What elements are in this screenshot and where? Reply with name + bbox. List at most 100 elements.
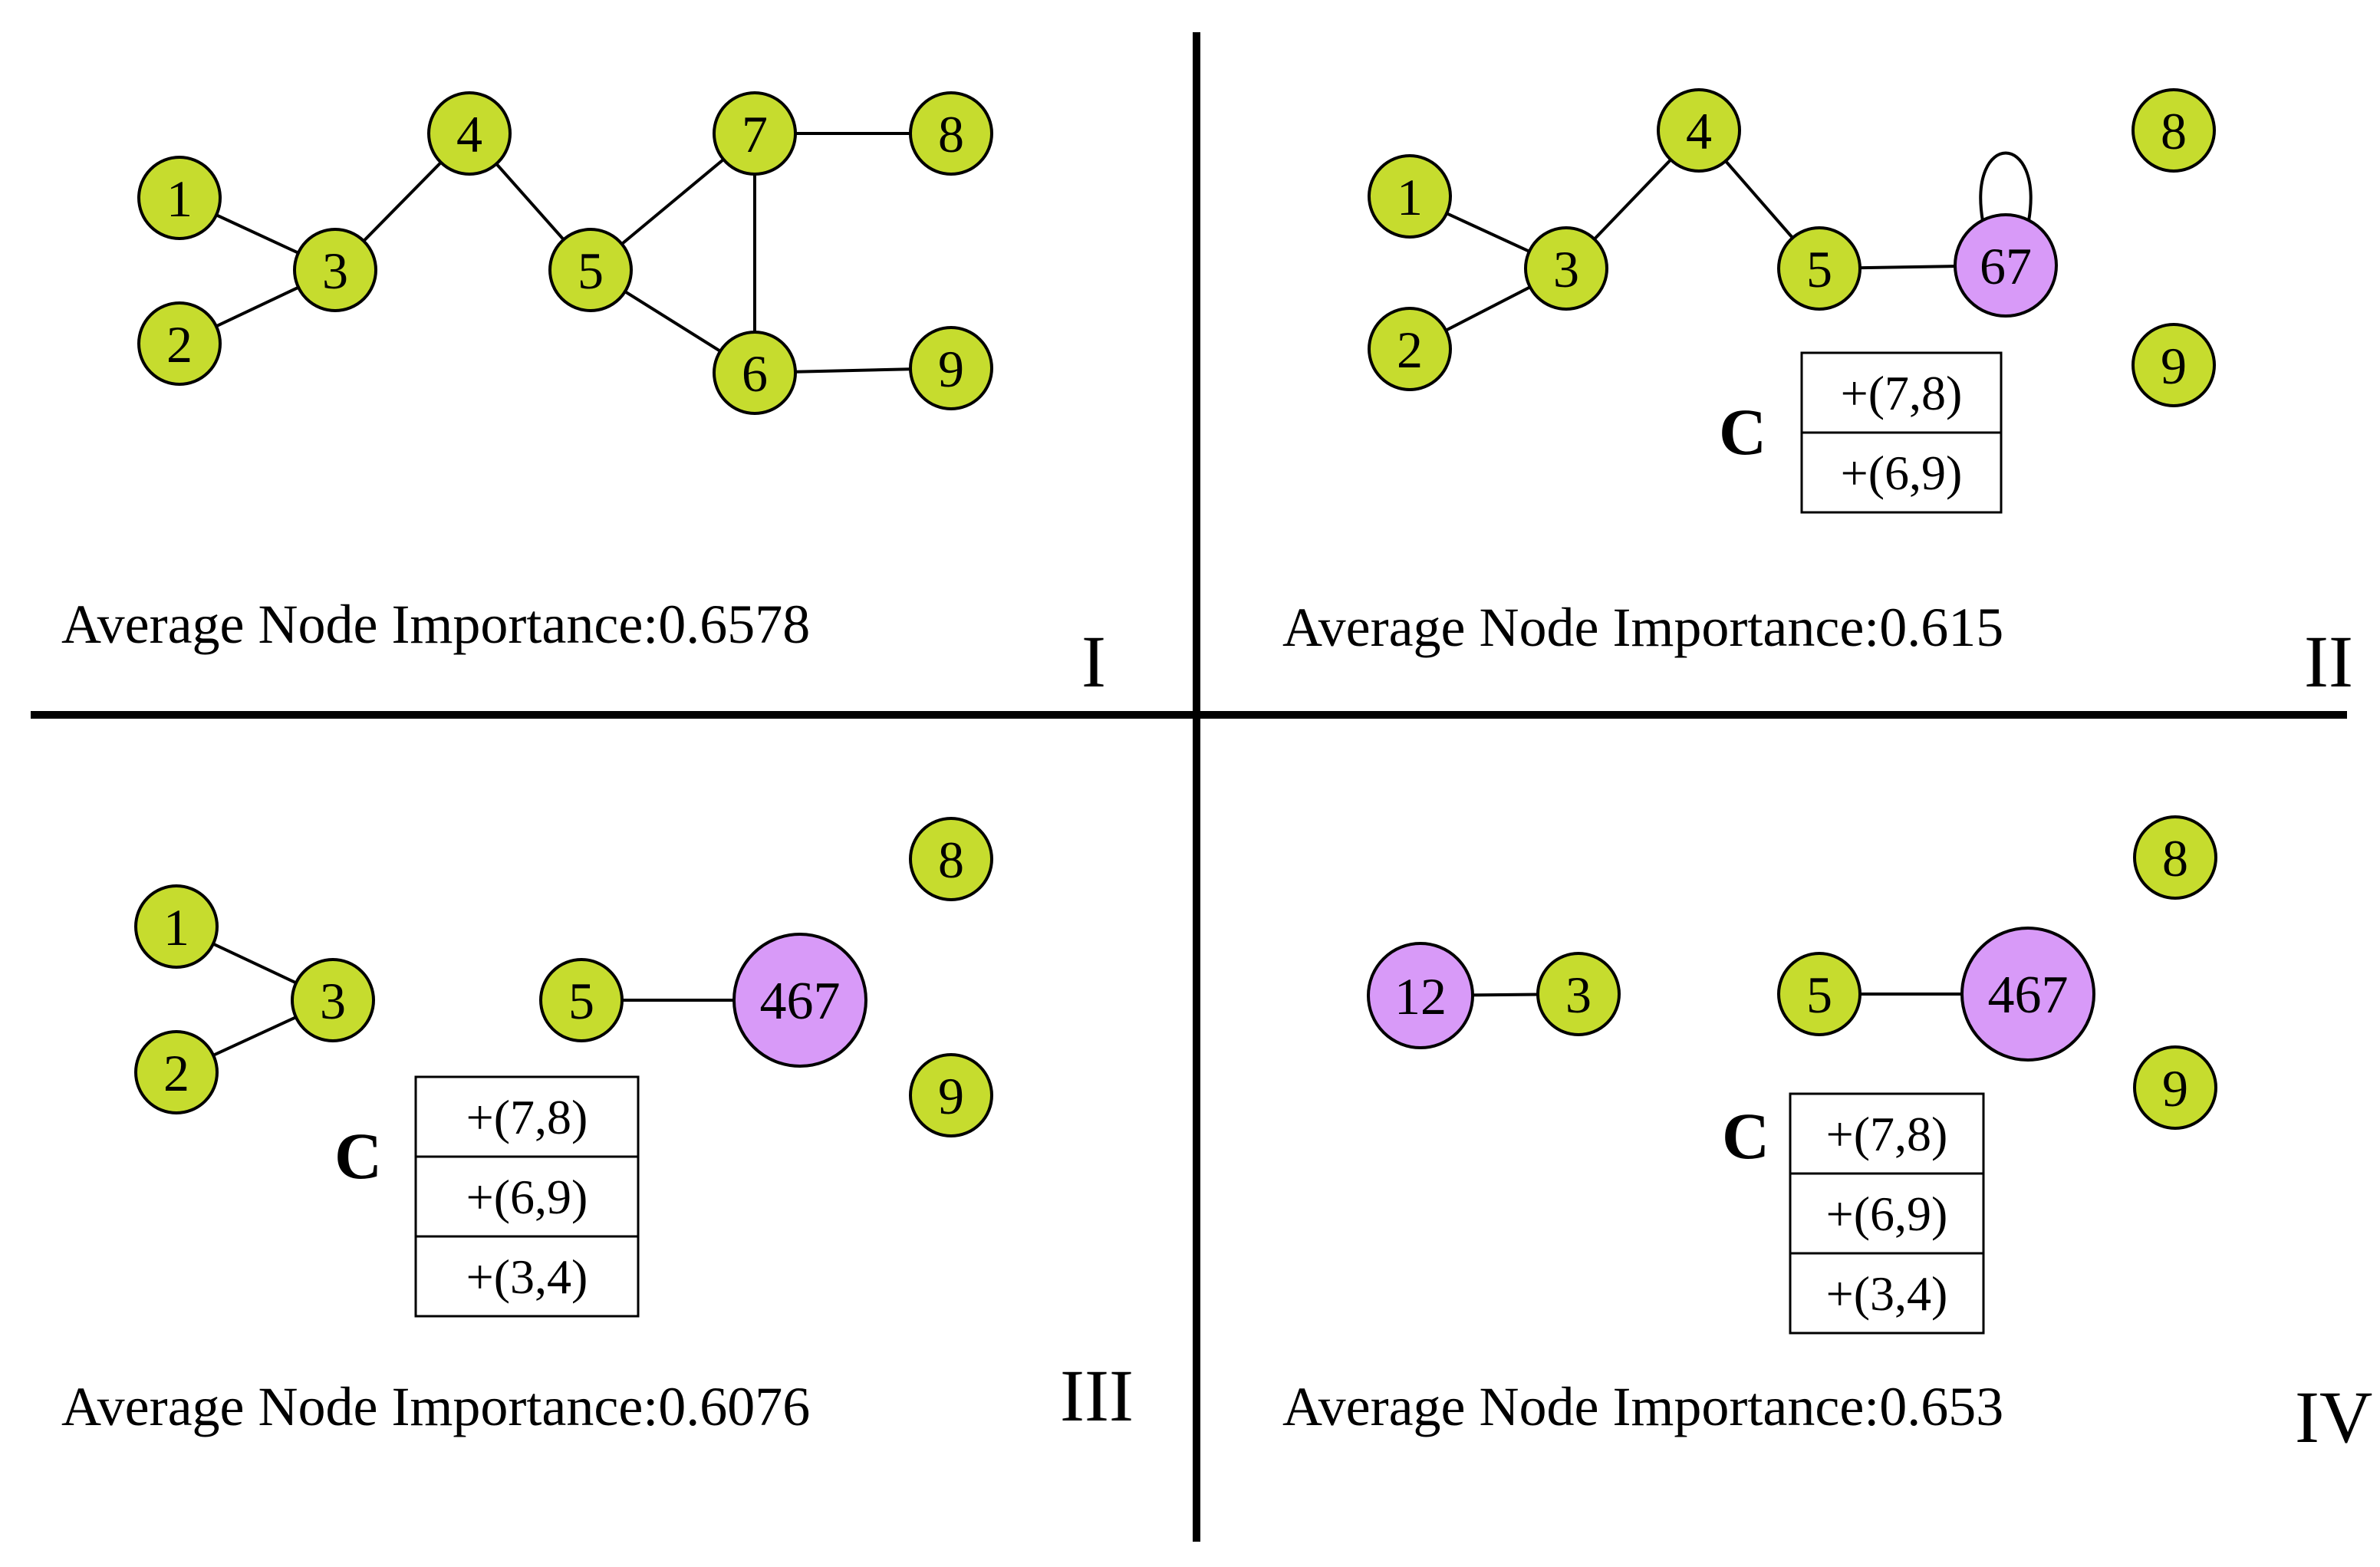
node-1: 1 (134, 884, 219, 969)
node-circle (2131, 88, 2216, 173)
node-1: 1 (1368, 154, 1452, 239)
supernode-67: 67 (1954, 213, 2058, 318)
node-circle (909, 1053, 993, 1137)
node-circle (1777, 952, 1862, 1036)
node-5: 5 (548, 228, 633, 312)
node-2: 2 (137, 301, 222, 386)
node-label: 1 (166, 170, 193, 228)
node-label: 9 (2161, 337, 2187, 395)
node-circle (137, 156, 222, 240)
node-circle (1367, 942, 1474, 1049)
node-3: 3 (293, 228, 377, 312)
correction-entry: +(7,8) (466, 1090, 588, 1144)
node-9: 9 (2131, 323, 2216, 407)
node-circle (732, 933, 867, 1068)
node-label: 67 (1980, 237, 2032, 295)
correction-entry: +(3,4) (466, 1249, 588, 1304)
supernode-467: 467 (732, 933, 867, 1068)
node-4: 4 (1657, 88, 1741, 173)
node-label: 9 (938, 340, 964, 398)
node-label: 3 (320, 972, 346, 1030)
node-label: 5 (578, 242, 604, 300)
node-label: 2 (163, 1044, 189, 1102)
node-label: 3 (1553, 240, 1579, 298)
node-circle (137, 301, 222, 386)
node-5: 5 (1777, 952, 1862, 1036)
correction-entry: +(7,8) (1841, 366, 1963, 420)
node-6: 6 (713, 331, 797, 415)
node-1: 1 (137, 156, 222, 240)
corrections-frame (1789, 1092, 1985, 1335)
node-circle (293, 228, 377, 312)
node-label: 467 (1988, 966, 2069, 1025)
correction-set-label: C (1722, 1099, 1769, 1173)
node-8: 8 (909, 91, 993, 176)
node-label: 1 (163, 898, 189, 956)
nodes: 1 2 3 4 5 67 8 9 (1368, 88, 2216, 407)
node-3: 3 (291, 958, 375, 1042)
node-circle (548, 228, 633, 312)
node-circle (427, 91, 512, 176)
average-node-importance-caption: Average Node Importance:0.6578 (61, 594, 810, 655)
node-label: 6 (742, 344, 768, 403)
node-2: 2 (134, 1030, 219, 1114)
node-label: 9 (938, 1067, 964, 1125)
node-3: 3 (1524, 226, 1608, 311)
node-3: 3 (1536, 952, 1621, 1036)
correction-set-label: C (334, 1119, 382, 1193)
node-circle (134, 884, 219, 969)
node-label: 9 (2162, 1059, 2188, 1118)
node-label: 7 (742, 105, 768, 163)
node-circle (909, 91, 993, 176)
edges (176, 925, 800, 1074)
node-label: 5 (1806, 240, 1832, 298)
average-node-importance-caption: Average Node Importance:0.6076 (61, 1376, 810, 1437)
node-9: 9 (909, 326, 993, 410)
node-circle (1524, 226, 1608, 311)
node-8: 8 (2133, 815, 2217, 900)
node-circle (1368, 154, 1452, 239)
node-circle (134, 1030, 219, 1114)
node-label: 3 (1565, 966, 1592, 1024)
correction-entry: +(6,9) (466, 1170, 588, 1224)
node-circle (539, 958, 624, 1042)
corrections-table: +(7,8) +(6,9) +(3,4) C (334, 1075, 640, 1318)
node-label: 8 (938, 831, 964, 889)
correction-entry: +(6,9) (1841, 446, 1963, 500)
node-label: 2 (166, 315, 193, 374)
node-9: 9 (909, 1053, 993, 1137)
nodes: 12 3 5 467 8 9 (1367, 815, 2217, 1130)
node-circle (713, 91, 797, 176)
node-circle (1368, 307, 1452, 391)
node-circle (291, 958, 375, 1042)
node-circle (1954, 213, 2058, 318)
node-5: 5 (539, 958, 624, 1042)
supernode-467: 467 (1960, 927, 2095, 1062)
correction-entry: +(6,9) (1826, 1187, 1948, 1241)
correction-entry: +(7,8) (1826, 1107, 1948, 1161)
corrections-table: +(7,8) +(6,9) +(3,4) C (1722, 1092, 1985, 1335)
corrections-frame (414, 1075, 640, 1318)
node-label: 5 (1806, 966, 1832, 1024)
node-label: 12 (1394, 967, 1447, 1025)
node-7: 7 (713, 91, 797, 176)
panel-numeral: IV (2295, 1376, 2372, 1458)
node-label: 4 (456, 105, 482, 163)
panel-numeral: III (1060, 1355, 1134, 1437)
average-node-importance-caption: Average Node Importance:0.615 (1282, 597, 2003, 658)
node-circle (2131, 323, 2216, 407)
node-label: 2 (1397, 321, 1423, 379)
node-8: 8 (2131, 88, 2216, 173)
node-circle (2133, 815, 2217, 900)
node-circle (909, 326, 993, 410)
node-9: 9 (2133, 1045, 2217, 1130)
node-label: 8 (938, 105, 964, 163)
correction-entry: +(3,4) (1826, 1266, 1948, 1321)
node-5: 5 (1777, 226, 1862, 311)
node-circle (1536, 952, 1621, 1036)
quadrant-dividers (31, 32, 2347, 1542)
nodes: 1 2 3 4 5 6 7 8 9 (137, 91, 993, 415)
average-node-importance-caption: Average Node Importance:0.653 (1282, 1376, 2003, 1437)
supernode-12: 12 (1367, 942, 1474, 1049)
